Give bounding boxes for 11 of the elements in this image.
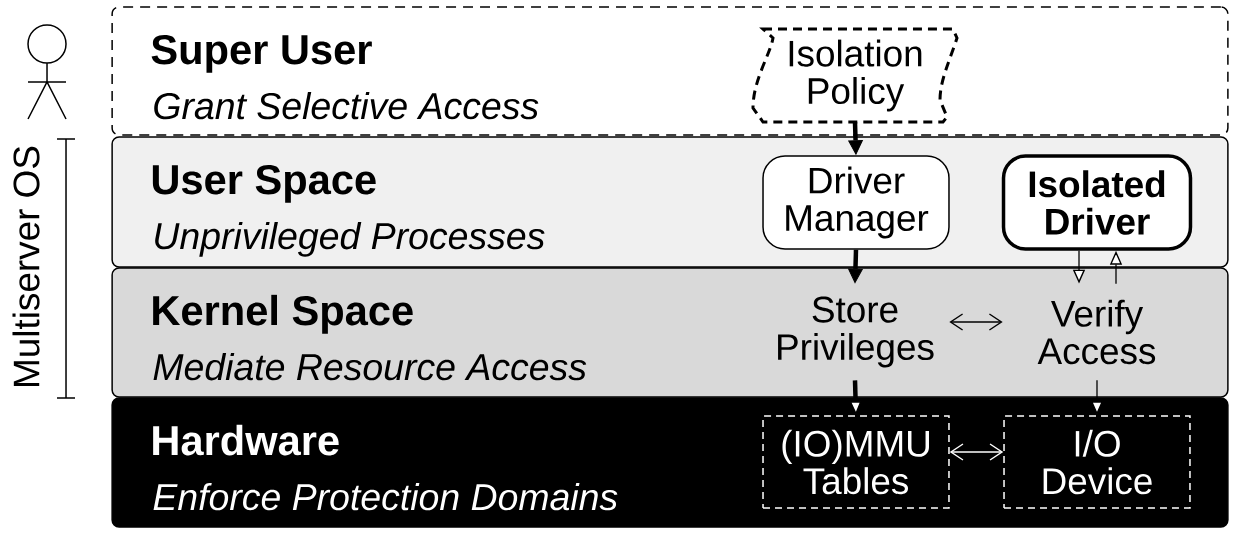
dashed-box: I/O Device (1003, 415, 1191, 509)
function-label: Store Privileges (778, 296, 934, 368)
rounded-box: Driver Manager (762, 155, 950, 250)
double-arrow (949, 443, 1004, 461)
arrow (848, 249, 863, 284)
rounded-box: Isolated Driver (1001, 154, 1193, 251)
double-arrow (949, 313, 1003, 331)
side-label: Multiserver OS (12, 146, 40, 386)
dashed-box: (IO)MMU Tables (762, 415, 950, 509)
function-label: Verify Access (1037, 299, 1156, 365)
arrow (848, 122, 863, 155)
